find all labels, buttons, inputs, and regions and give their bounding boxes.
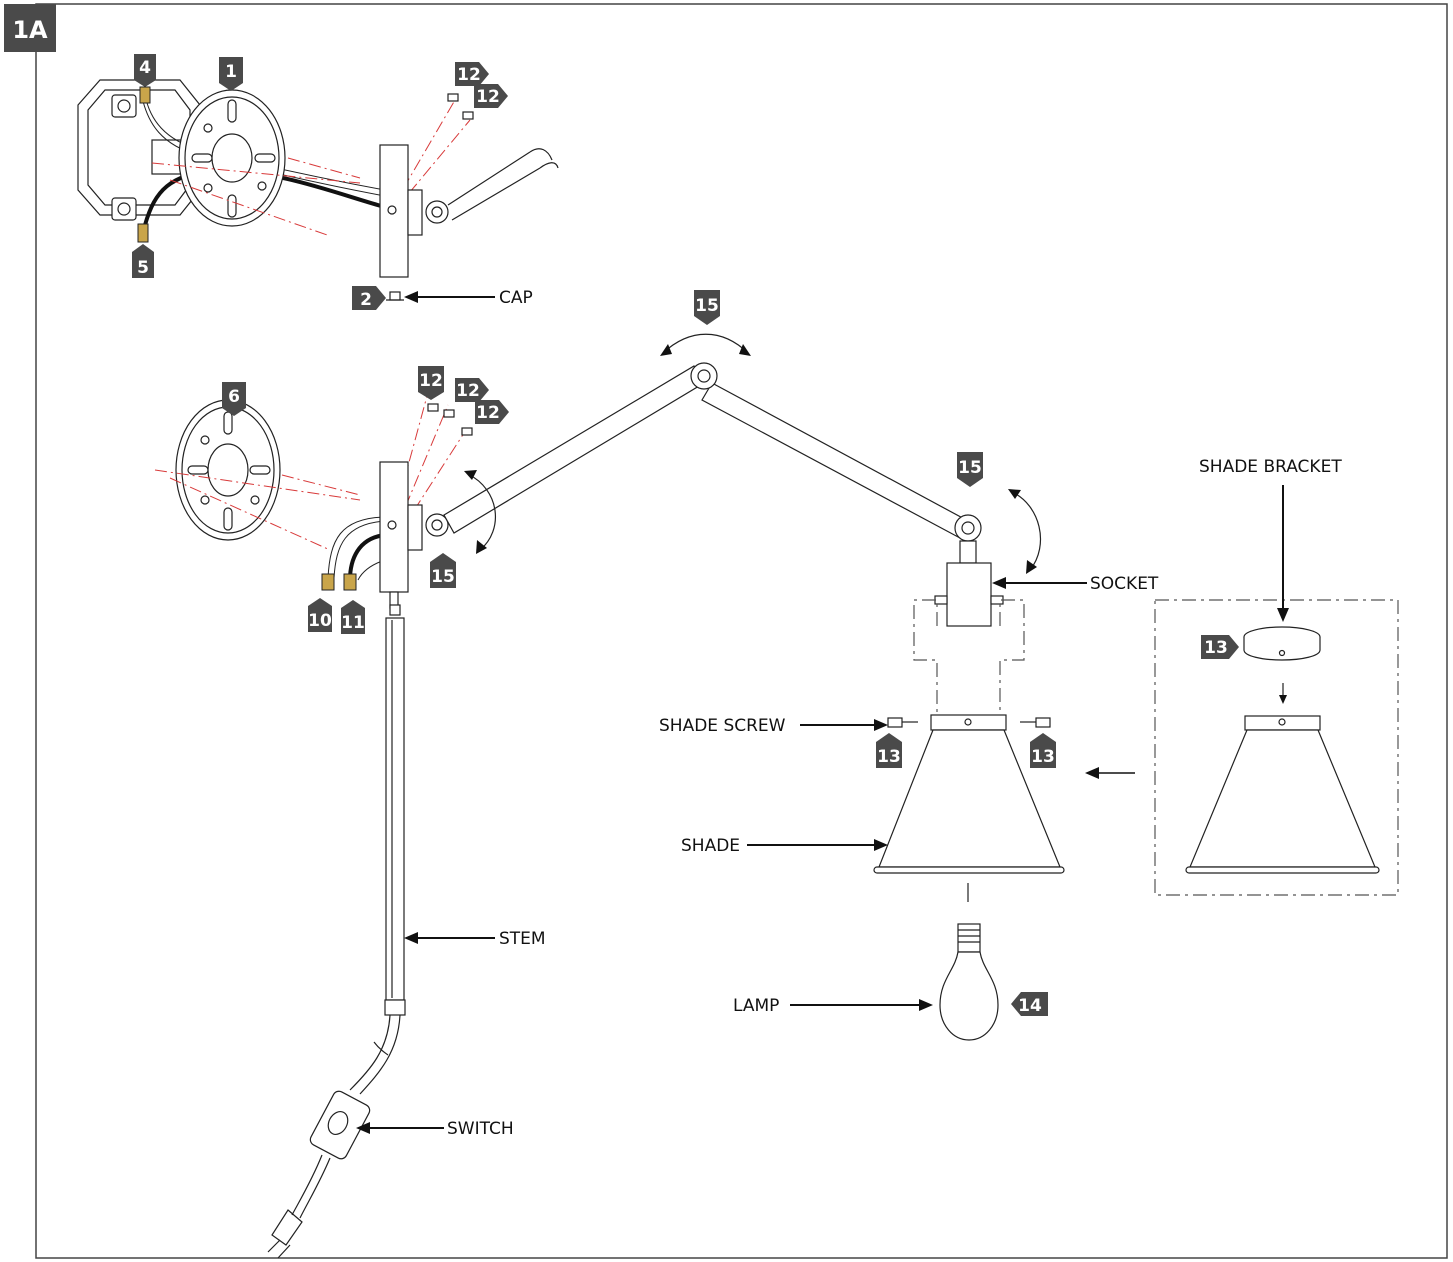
diagram-border	[35, 3, 1448, 1259]
tag-5: 5	[132, 223, 154, 278]
svg-text:15: 15	[431, 567, 455, 587]
tag-13-bracket: 13	[1201, 635, 1239, 659]
tag-12-c: 12	[418, 366, 444, 400]
tag-13-right: 13	[1030, 733, 1056, 768]
screws-main	[427, 403, 473, 436]
svg-text:10: 10	[308, 611, 332, 631]
tag-12-e: 12	[475, 400, 509, 424]
svg-text:15: 15	[695, 296, 719, 316]
tag-12-d: 12	[455, 378, 489, 402]
tag-15-left: 15	[430, 553, 456, 588]
label-switch: SWITCH	[447, 1119, 514, 1139]
svg-text:13: 13	[877, 747, 901, 767]
switch-part	[267, 1090, 371, 1259]
label-stem: STEM	[499, 929, 546, 949]
tag-13-left: 13	[876, 733, 902, 768]
tag-12-a: 12	[455, 62, 489, 86]
stem-part	[349, 604, 406, 1095]
mount-plate-top	[178, 89, 286, 227]
screws-top	[447, 93, 474, 120]
label-socket: SOCKET	[1090, 574, 1159, 594]
svg-text:12: 12	[456, 381, 480, 401]
label-shade-bracket: SHADE BRACKET	[1199, 457, 1342, 477]
rotation-arrows	[464, 333, 1042, 574]
tag-11: 11	[341, 600, 365, 634]
wiring-main	[321, 516, 387, 591]
tag-2: 2	[352, 286, 386, 310]
svg-text:15: 15	[958, 458, 982, 478]
tag-4: 4	[134, 54, 156, 104]
tag-6: 6	[222, 382, 246, 416]
svg-text:12: 12	[476, 403, 500, 423]
arm	[443, 362, 982, 564]
svg-text:13: 13	[1204, 638, 1228, 658]
svg-text:12: 12	[476, 87, 500, 107]
junction-box	[77, 79, 201, 221]
shade-part	[873, 714, 1065, 902]
label-cap: CAP	[499, 288, 533, 308]
svg-text:5: 5	[137, 258, 149, 278]
backplate-top	[379, 144, 559, 278]
label-shade-screw: SHADE SCREW	[659, 716, 786, 736]
tag-12-b: 12	[474, 84, 508, 108]
lamp-part	[939, 923, 999, 1041]
socket-part	[913, 562, 1025, 715]
svg-text:1: 1	[225, 62, 237, 82]
shade-bracket-detail	[1085, 599, 1399, 896]
figure-label: 1A	[12, 16, 48, 44]
cap-part	[386, 291, 404, 301]
tag-1: 1	[219, 57, 243, 91]
svg-text:12: 12	[419, 371, 443, 391]
svg-text:14: 14	[1018, 996, 1042, 1016]
red-guide-lines-top	[151, 99, 471, 237]
tag-15-right: 15	[957, 452, 983, 487]
tag-15-top: 15	[694, 290, 720, 325]
svg-text:13: 13	[1031, 747, 1055, 767]
label-lamp: LAMP	[733, 996, 779, 1016]
tag-14: 14	[1011, 992, 1048, 1016]
svg-text:12: 12	[457, 65, 481, 85]
svg-text:11: 11	[341, 613, 365, 633]
svg-text:6: 6	[228, 387, 240, 407]
svg-text:2: 2	[360, 290, 372, 310]
mount-plate-lower	[175, 399, 281, 541]
figure-label-box	[4, 4, 56, 52]
tag-10: 10	[308, 598, 332, 632]
backplate-main	[379, 461, 449, 609]
label-shade: SHADE	[681, 836, 740, 856]
svg-text:4: 4	[139, 58, 151, 78]
